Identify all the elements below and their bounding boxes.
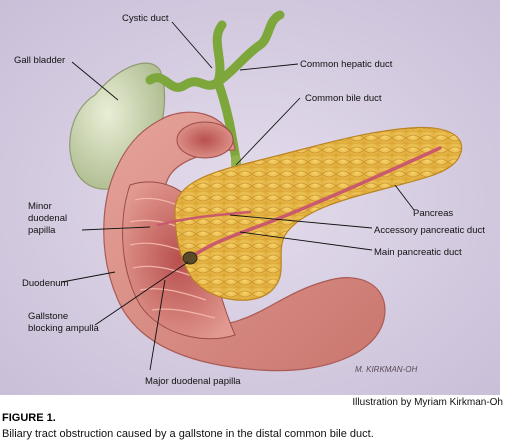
label-major-duodenal-papilla: Major duodenal papilla (145, 376, 241, 387)
label-pancreas: Pancreas (413, 208, 453, 219)
figure-caption: Biliary tract obstruction caused by a ga… (2, 428, 374, 440)
accessory-pancreatic-duct-shape (156, 210, 252, 227)
biliary-anatomy-illustration: M. KIRKMAN-OH Cystic duct Gall bladder C… (0, 0, 500, 395)
label-gallstone-line1: Gallstone (28, 311, 68, 322)
label-minor-papilla-line3: papilla (28, 225, 56, 236)
gallstone (182, 251, 198, 265)
label-cystic-duct: Cystic duct (122, 13, 169, 24)
figure-number: FIGURE 1. (2, 412, 56, 424)
illustration-credit: Illustration by Myriam Kirkman-Oh (352, 397, 503, 408)
duodenum-lumen-top (176, 121, 234, 159)
label-common-hepatic-duct: Common hepatic duct (300, 59, 393, 70)
artist-signature: M. KIRKMAN-OH (355, 365, 417, 374)
label-accessory-pancreatic-duct: Accessory pancreatic duct (374, 225, 485, 236)
label-duodenum: Duodenum (22, 278, 69, 289)
main-pancreatic-duct-shape (188, 146, 442, 260)
label-minor-papilla-line1: Minor (28, 201, 52, 212)
label-minor-papilla-line2: duodenal (28, 213, 67, 224)
cystic-duct-shape (145, 73, 223, 92)
label-gall-bladder: Gall bladder (14, 55, 65, 66)
label-main-pancreatic-duct: Main pancreatic duct (374, 247, 462, 258)
label-common-bile-duct: Common bile duct (305, 93, 382, 104)
label-gallstone-line2: blocking ampulla (28, 323, 99, 334)
common-hepatic-duct-shape (212, 10, 285, 165)
leader-lines (61, 21, 415, 371)
